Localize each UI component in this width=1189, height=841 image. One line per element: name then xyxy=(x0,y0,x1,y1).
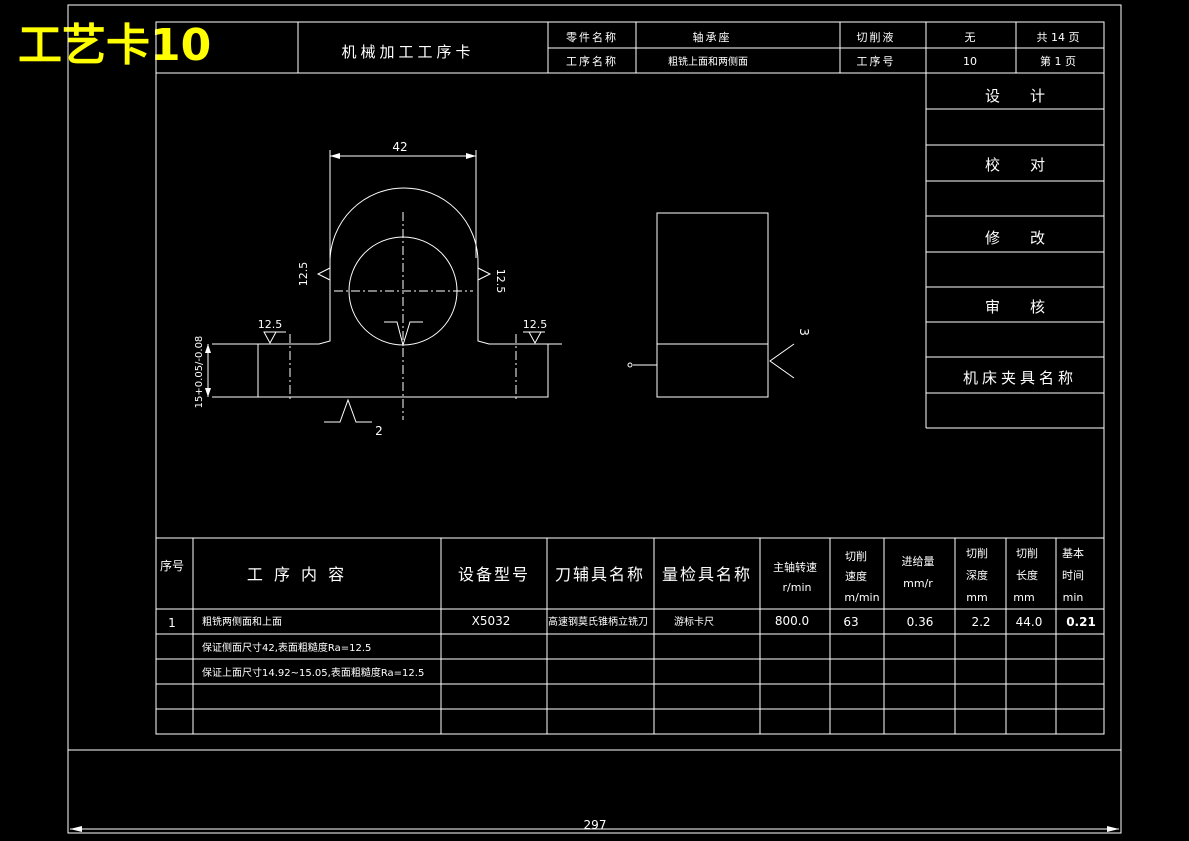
header-grid xyxy=(156,22,1104,74)
row-gauge: 游标卡尺 xyxy=(674,615,714,628)
dim-height xyxy=(205,344,211,397)
inner-border xyxy=(67,4,1122,751)
row-seq: 1 xyxy=(168,616,176,630)
signoff-block xyxy=(925,73,1104,429)
process-no-value: 10 xyxy=(963,55,977,68)
process-table-grid xyxy=(156,537,1104,734)
sheet-dimension-label: 297 xyxy=(584,818,607,832)
row-content: 粗铣两侧面和上面 xyxy=(202,615,282,628)
roughness-right-label: 12.5 xyxy=(494,269,507,294)
process-name-value: 粗铣上面和两侧面 xyxy=(668,55,748,68)
row-content: 保证侧面尺寸42,表面粗糙度Ra=12.5 xyxy=(202,641,371,654)
part-name-value: 轴承座 xyxy=(693,30,732,44)
banner-title: 工艺卡10 xyxy=(18,20,211,71)
total-pages: 共 14 页 xyxy=(1037,31,1080,44)
header-equipment: 设备型号 xyxy=(458,565,530,584)
coolant-value: 无 xyxy=(965,31,976,44)
header-tool: 刀辅具名称 xyxy=(555,565,645,584)
part-name-label: 零件名称 xyxy=(566,30,618,44)
row-equipment: X5032 xyxy=(472,614,511,628)
roughness-base-left-label: 12.5 xyxy=(258,318,283,331)
row-spindle: 800.0 xyxy=(775,614,809,628)
front-view xyxy=(212,187,562,420)
dim-42 xyxy=(329,150,477,258)
side-view xyxy=(627,212,795,398)
row-time: 0.21 xyxy=(1066,615,1096,629)
row-speed: 63 xyxy=(843,615,858,629)
process-no-label: 工序号 xyxy=(857,54,896,68)
header-seq: 序号 xyxy=(160,558,184,573)
page-no: 第 1 页 xyxy=(1040,54,1076,68)
signoff-fixture: 机床夹具名称 xyxy=(963,369,1077,387)
sheet-dimension xyxy=(70,826,1119,832)
header-gauge: 量检具名称 xyxy=(662,565,752,584)
roughness-right-symbol xyxy=(477,267,492,281)
row-tool: 高速钢莫氏锥柄立铣刀 xyxy=(548,615,648,628)
locating-mark-2 xyxy=(324,398,372,423)
signoff-revise: 修 改 xyxy=(985,229,1045,247)
table-row: 1 粗铣两侧面和上面 X5032 高速钢莫氏锥柄立铣刀 游标卡尺 800.0 6… xyxy=(168,614,1096,630)
process-name-label: 工序名称 xyxy=(566,54,618,68)
dim-height-label: 15+0.05/-0.08 xyxy=(194,336,205,409)
locating-mark-3-label: 3 xyxy=(797,328,811,336)
table-row: 保证侧面尺寸42,表面粗糙度Ra=12.5 xyxy=(202,641,371,654)
row-content: 保证上面尺寸14.92~15.05,表面粗糙度Ra=12.5 xyxy=(202,666,424,679)
row-feed: 0.36 xyxy=(907,615,934,629)
signoff-check: 校 对 xyxy=(985,156,1045,174)
signoff-design: 设 计 xyxy=(985,87,1045,105)
signoff-review: 审 核 xyxy=(985,298,1045,316)
row-depth: 2.2 xyxy=(971,615,990,629)
roughness-base-left-symbol xyxy=(263,331,286,345)
roughness-base-right-symbol xyxy=(523,331,545,345)
table-row: 保证上面尺寸14.92~15.05,表面粗糙度Ra=12.5 xyxy=(202,666,424,679)
dim-42-label: 42 xyxy=(392,140,407,154)
locating-mark-2-label: 2 xyxy=(375,424,383,438)
card-frame xyxy=(155,21,1105,735)
card-title: 机械加工工序卡 xyxy=(341,43,474,61)
header-content: 工 序 内 容 xyxy=(247,565,347,584)
roughness-left-label: 12.5 xyxy=(297,262,310,287)
coolant-label: 切削液 xyxy=(857,30,896,44)
roughness-base-right-label: 12.5 xyxy=(523,318,548,331)
roughness-left-symbol xyxy=(316,267,331,281)
row-length: 44.0 xyxy=(1016,615,1043,629)
